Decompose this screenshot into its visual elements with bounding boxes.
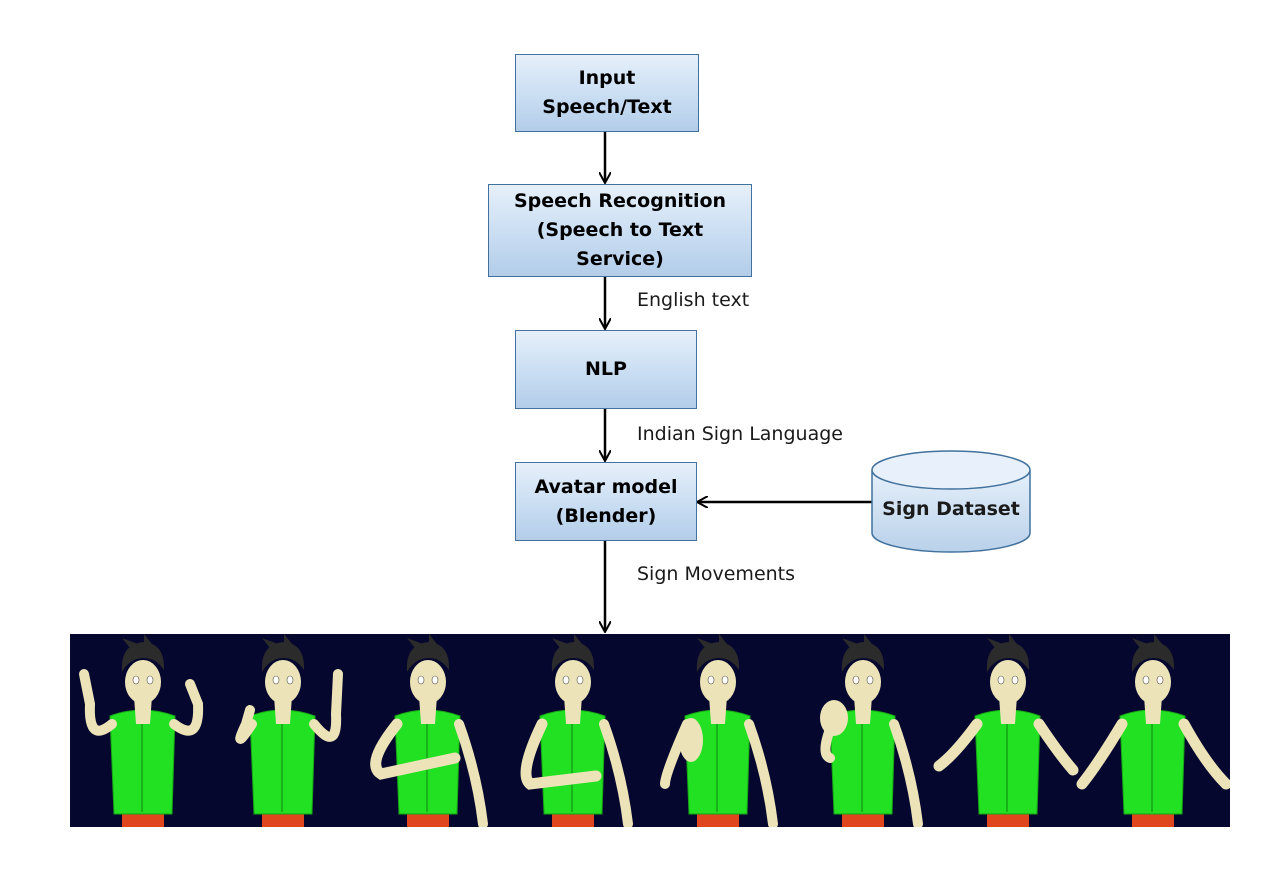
avatar-frame-1 (79, 634, 204, 827)
speech-recognition-line-2: (Speech to Text (536, 219, 704, 241)
edge-label-indian-sign-language: Indian Sign Language (637, 423, 843, 445)
avatar-box-line-1: Avatar model (534, 475, 678, 498)
speech-recognition-line-1: Speech Recognition (513, 190, 727, 212)
input-box-line-2: Speech/Text (542, 96, 672, 118)
speech-recognition-line-3: Service) (576, 248, 664, 270)
avatar-frame-8 (1076, 634, 1230, 827)
avatar-model-box: Avatar model (Blender) (515, 462, 697, 541)
sign-movements-image-strip (70, 634, 1230, 827)
edge-label-english-text: English text (637, 289, 750, 311)
input-box-line-1: Input (578, 67, 636, 89)
avatar-frame-3 (370, 634, 488, 827)
avatar-frame-4 (520, 634, 633, 827)
avatar-frame-5 (660, 634, 778, 827)
speech-recognition-box: Speech Recognition (Speech to Text Servi… (488, 184, 752, 277)
avatar-box-line-2: (Blender) (555, 504, 657, 527)
avatar-frame-7 (933, 634, 1079, 827)
avatar-frame-2 (235, 634, 343, 827)
edge-label-sign-movements: Sign Movements (637, 563, 796, 585)
input-box: Input Speech/Text (515, 54, 699, 132)
sign-dataset-cylinder (871, 450, 1031, 553)
avatar-frame-6 (820, 634, 923, 827)
sign-dataset-label: Sign Dataset (882, 498, 1020, 520)
avatar-frames (79, 634, 1230, 827)
nlp-box-label: NLP (585, 358, 627, 380)
nlp-box: NLP (515, 330, 697, 409)
